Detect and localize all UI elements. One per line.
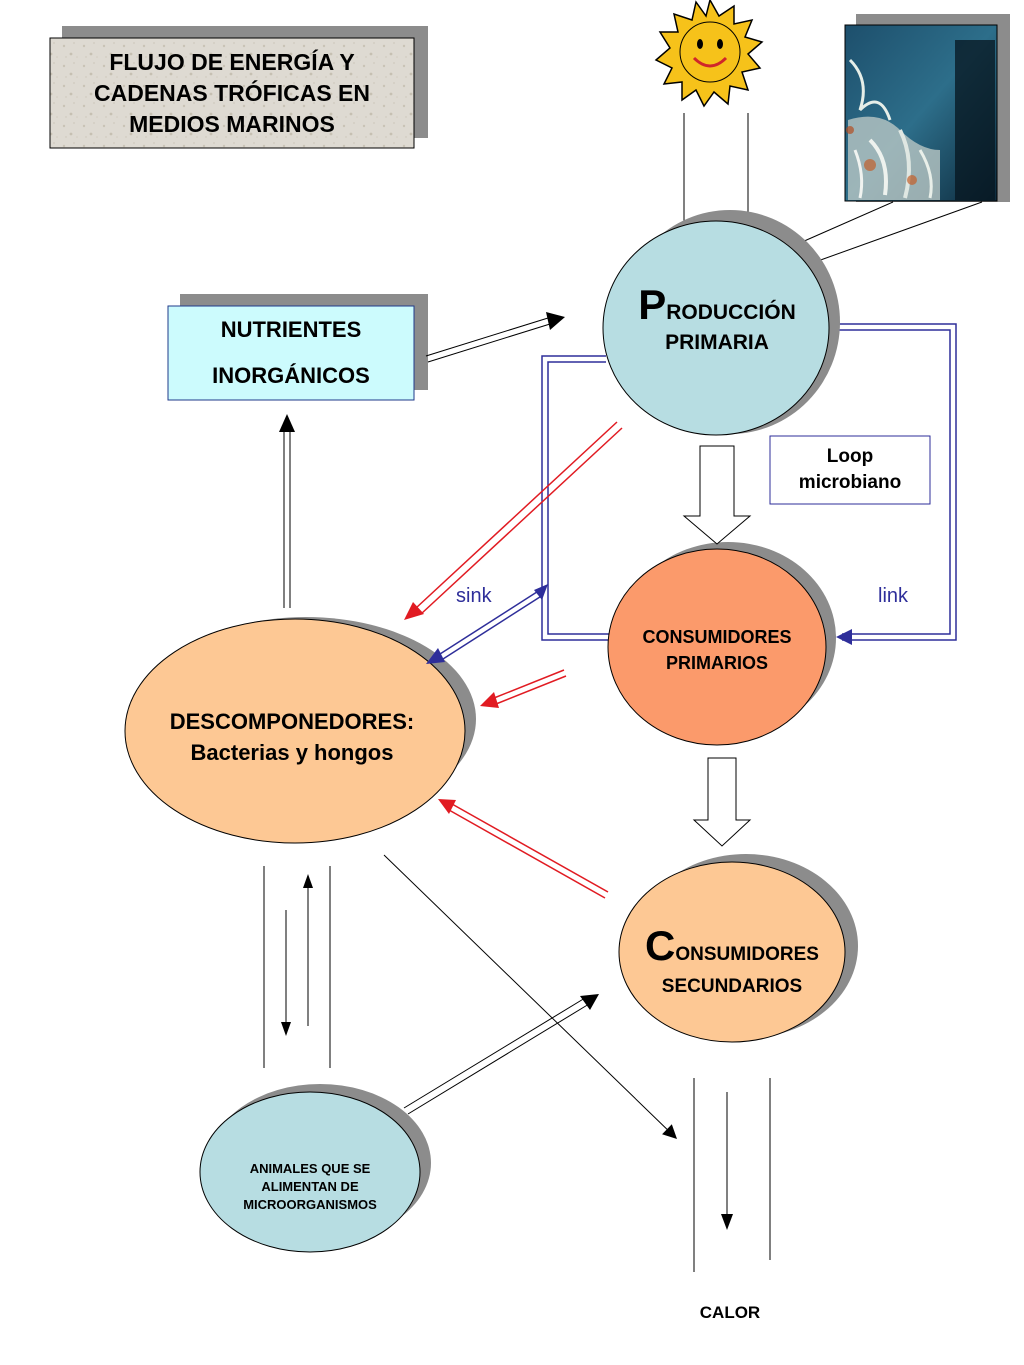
loop-microbiano-label: Loop microbiano <box>770 436 930 504</box>
nutrientes-label: NUTRIENTES INORGÁNICOS <box>168 306 414 400</box>
loop-microbiano-box <box>769 435 931 505</box>
microbial-loop-path <box>541 323 957 641</box>
descomponedores-node <box>124 617 476 844</box>
produccion-primaria-node <box>602 210 840 436</box>
cs-rest: ONSUMIDORES <box>675 944 819 965</box>
arrow-animales-to-secundarios <box>403 994 599 1115</box>
heat-column-secundarios <box>693 1078 771 1272</box>
cp-line-1: CONSUMIDORES <box>642 627 792 647</box>
consumidores-secundarios-label: CONSUMIDORES SECUNDARIOS <box>620 925 844 1003</box>
arrow-descomponedores-to-nutrientes <box>279 414 295 608</box>
sink-label: sink <box>456 585 492 607</box>
cs-initial: C <box>645 922 676 969</box>
produccion-line-2: PRIMARIA <box>665 331 769 354</box>
nutrientes-line-1: NUTRIENTES <box>220 317 362 342</box>
arrow-nutrientes-to-produccion <box>425 312 565 363</box>
sink-arrow-line-2 <box>442 594 544 660</box>
title-line-2: CADENAS TRÓFICAS EN <box>93 79 370 106</box>
animales-label: ANIMALES QUE SE ALIMENTAN DE MICROORGANI… <box>210 1160 410 1214</box>
red-arrow-produccion-to-descomponedores <box>404 421 623 620</box>
flow-arrow-primarios-to-secundarios <box>692 757 752 847</box>
consumidores-primarios-label: CONSUMIDORES PRIMARIOS <box>608 624 826 676</box>
red-arrow-secundarios-to-descomponedores <box>438 799 609 899</box>
vent-energy-line-top <box>801 201 894 243</box>
sink-arrowhead-right <box>534 584 548 600</box>
title-line-1: FLUJO DE ENERGÍA Y <box>109 48 355 75</box>
red-arrow-primarios-to-descomponedores <box>480 669 567 708</box>
produccion-initial: P <box>638 281 667 328</box>
anim-line-3: MICROORGANISMOS <box>243 1197 377 1212</box>
heat-arrowhead <box>721 1214 733 1230</box>
link-arrowhead <box>836 629 852 645</box>
link-label: link <box>878 585 909 607</box>
consumidores-secundarios-node <box>618 854 858 1043</box>
exchange-descomponedores-animales <box>263 866 331 1068</box>
title-box <box>49 26 428 149</box>
produccion-primaria-label: PRODUCCIÓN PRIMARIA <box>604 284 830 358</box>
consumidores-primarios-node <box>607 542 836 746</box>
descomponedores-label: DESCOMPONEDORES: Bacterias y hongos <box>122 706 462 768</box>
vent-energy-line-bottom <box>814 201 983 263</box>
produccion-rest: RODUCCIÓN <box>666 301 796 324</box>
exchange-arrowhead-up <box>303 874 313 888</box>
cp-line-2: PRIMARIOS <box>665 653 768 673</box>
exchange-arrowhead-down <box>281 1022 291 1036</box>
cs-line-2: SECUNDARIOS <box>661 976 803 997</box>
smiling-sun-icon <box>654 0 764 108</box>
page-title: FLUJO DE ENERGÍA Y CADENAS TRÓFICAS EN M… <box>50 38 414 148</box>
heat-arrow-descomponedores <box>383 854 678 1139</box>
nutrientes-line-2: INORGÁNICOS <box>212 363 370 388</box>
title-line-3: MEDIOS MARINOS <box>129 110 335 137</box>
sink-arrowhead-left <box>426 648 445 664</box>
hydrothermal-vent-photo <box>844 14 1010 202</box>
anim-line-1: ANIMALES QUE SE <box>249 1161 371 1176</box>
desc-line-2: Bacterias y hongos <box>190 740 394 765</box>
loop-line-1: Loop <box>826 446 874 467</box>
anim-line-2: ALIMENTAN DE <box>261 1179 359 1194</box>
loop-line-2: microbiano <box>798 472 902 493</box>
sink-arrow-line <box>439 589 541 655</box>
calor-label: CALOR <box>699 1303 761 1322</box>
flow-arrow-produccion-to-primarios <box>682 445 752 545</box>
nutrientes-box <box>167 294 428 401</box>
desc-line-1: DESCOMPONEDORES: <box>169 709 415 734</box>
animales-node <box>199 1084 431 1253</box>
